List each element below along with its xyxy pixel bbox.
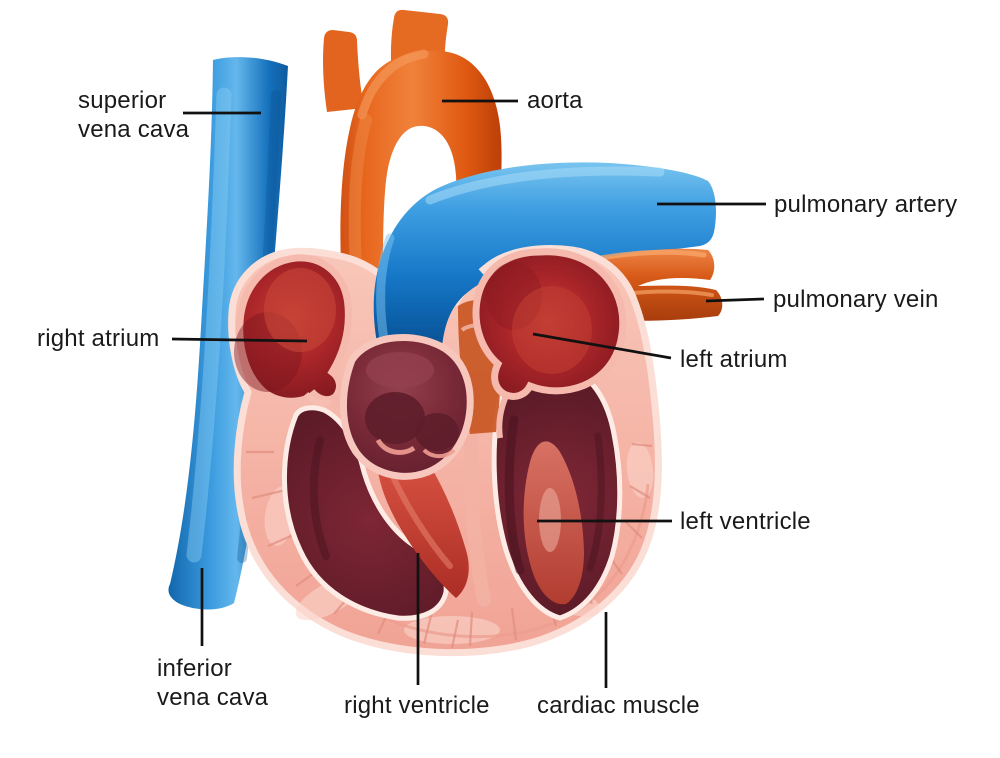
label-right-ventricle: right ventricle <box>344 692 490 719</box>
label-pulmonary-vein: pulmonary vein <box>773 286 939 313</box>
leader-line-left-atrium <box>532 332 672 360</box>
label-aorta: aorta <box>527 87 583 114</box>
aorta-branch-small <box>323 30 364 112</box>
label-inferior-vena-cava: inferior vena cava <box>157 655 269 711</box>
pulmonary-trunk <box>373 218 488 348</box>
leader-line-pulmonary-vein <box>705 297 765 303</box>
label-cardiac-muscle: cardiac muscle <box>537 692 700 719</box>
left-atrium-chamber <box>472 248 627 400</box>
valve-bulge <box>340 334 474 480</box>
aorta-glint <box>357 49 429 120</box>
leader-lines <box>171 99 766 688</box>
label-right-atrium: right atrium <box>37 325 160 352</box>
label-left-atrium: left atrium <box>680 346 788 373</box>
label-left-ventricle: left ventricle <box>680 508 811 535</box>
leader-line-right-atrium <box>171 337 308 343</box>
label-superior-vena-cava: superior vena cava <box>78 87 190 143</box>
pulmonary-artery-glint <box>425 166 665 205</box>
label-pulmonary-artery: pulmonary artery <box>774 191 958 218</box>
right-atrium-chamber <box>234 254 352 406</box>
vena-cava-highlight <box>186 87 232 563</box>
